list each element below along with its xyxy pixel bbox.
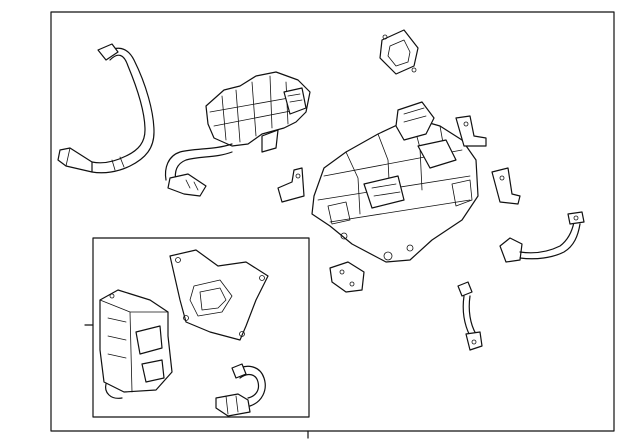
inverter-control-unit — [164, 71, 311, 197]
inset-frame — [92, 237, 310, 418]
diagram-frame — [50, 11, 615, 432]
bracket-bottom — [329, 261, 365, 293]
bracket-right — [491, 167, 521, 205]
small-hose — [215, 363, 266, 417]
bracket-left — [277, 167, 305, 203]
mounting-bracket-plate — [169, 249, 269, 341]
bracket-right-top — [455, 115, 487, 147]
gasket-plate — [379, 29, 419, 75]
inverter-assembly — [311, 101, 479, 263]
ground-cable-right — [499, 211, 585, 263]
ground-strap — [457, 281, 483, 351]
coolant-hose — [57, 43, 155, 174]
control-module — [99, 289, 173, 399]
